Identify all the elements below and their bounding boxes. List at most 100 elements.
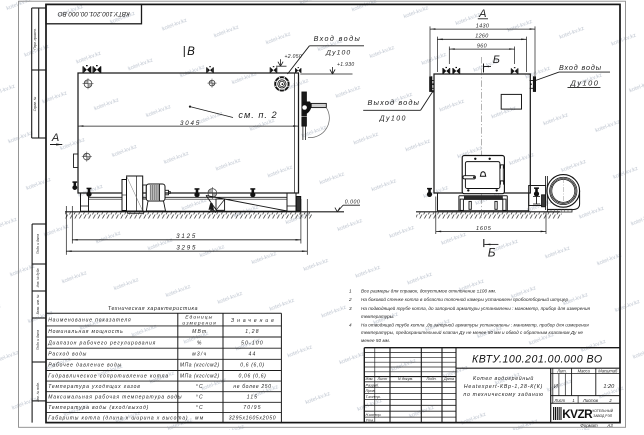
svg-text:МПа (кгс/см2): МПа (кгс/см2): [180, 374, 220, 380]
svg-text:МВт: МВт: [192, 329, 207, 335]
svg-text:°С: °С: [196, 384, 204, 390]
svg-text:Н.контр.: Н.контр.: [366, 413, 382, 417]
svg-text:%: %: [197, 340, 203, 346]
svg-text:70/95: 70/95: [243, 405, 262, 411]
svg-text:Температура воды (вход/выход): Температура воды (вход/выход): [48, 405, 149, 411]
svg-text:Утв.: Утв.: [366, 419, 375, 423]
svg-text:Единицы: Единицы: [185, 315, 213, 321]
svg-text:не более 250: не более 250: [233, 384, 271, 390]
svg-text:Ду100: Ду100: [325, 49, 351, 56]
svg-text:Масштаб: Масштаб: [598, 369, 618, 374]
svg-text:Б: Б: [493, 54, 500, 66]
svg-text:Диапазон рабочего регулировани: Диапазон рабочего регулирования: [47, 340, 156, 346]
svg-text:Разраб.: Разраб.: [366, 383, 380, 387]
svg-text:И: И: [554, 384, 558, 390]
svg-text:50-100: 50-100: [241, 340, 264, 346]
svg-text:На боковой стенке котла в обла: На боковой стенке котла в области топочн…: [361, 296, 569, 302]
svg-text:В: В: [187, 46, 195, 58]
svg-text:Листов: Листов: [582, 398, 599, 403]
svg-text:KVZR: KVZR: [562, 407, 593, 421]
svg-text:КВТУ.100.201.00.000 ВО: КВТУ.100.201.00.000 ВО: [58, 10, 130, 17]
svg-text:N докум.: N докум.: [398, 377, 413, 381]
svg-text:0.000: 0.000: [345, 199, 360, 205]
svg-text:Расход воды: Расход воды: [48, 351, 87, 357]
svg-text:2: 2: [608, 398, 612, 403]
svg-text:Heatexpert-КВр-1,28-К(К): Heatexpert-КВр-1,28-К(К): [464, 384, 543, 390]
svg-text:Лист: Лист: [554, 398, 566, 403]
svg-text:Перв. примен.: Перв. примен.: [33, 28, 37, 49]
svg-text:3: 3: [349, 306, 352, 311]
svg-text:На подводящей трубе котла, до: На подводящей трубе котла, до запорной а…: [361, 305, 591, 311]
svg-text:44: 44: [249, 351, 257, 357]
svg-text:А: А: [51, 132, 59, 144]
svg-text:см. п. 2: см. п. 2: [238, 110, 277, 120]
svg-text:На отводящей трубе котла ,до з: На отводящей трубе котла ,до запорной ар…: [361, 321, 589, 327]
svg-text:КВТУ.100.201.00.000 ВО: КВТУ.100.201.00.000 ВО: [472, 354, 603, 366]
svg-text:°С: °С: [196, 395, 204, 401]
svg-text:0,06 (0,6): 0,06 (0,6): [239, 374, 267, 380]
svg-text:Вход воды: Вход воды: [314, 34, 362, 43]
svg-text:Габариты котла (длина х ширина: Габариты котла (длина х ширина х высота): [48, 415, 188, 421]
svg-text:Формат: Формат: [580, 423, 598, 428]
svg-text:4: 4: [349, 322, 352, 327]
svg-text:Наименование показателя: Наименование показателя: [48, 318, 131, 324]
svg-text:1605: 1605: [476, 226, 492, 232]
svg-text:1260: 1260: [475, 34, 488, 40]
svg-text:Справ. №: Справ. №: [33, 96, 37, 111]
svg-text:+2.050: +2.050: [285, 54, 303, 60]
svg-text:Рабочее давление воды: Рабочее давление воды: [48, 363, 122, 369]
svg-text:Инв. № дубл.: Инв. № дубл.: [36, 268, 40, 288]
svg-text:Б: Б: [488, 246, 496, 260]
svg-text:Подп. и дата: Подп. и дата: [36, 330, 40, 350]
svg-text:температуры.: температуры.: [361, 314, 395, 319]
svg-text:°С: °С: [196, 405, 204, 411]
svg-text:А3: А3: [606, 423, 613, 428]
svg-text:Котел водогрейный: Котел водогрейный: [473, 375, 534, 382]
svg-text:Лист: Лист: [377, 377, 388, 381]
svg-text:КОТЕЛЬНЫЙ: КОТЕЛЬНЫЙ: [592, 409, 613, 413]
svg-text:Подп. и дата: Подп. и дата: [36, 234, 40, 254]
svg-text:температуры, предохранительный: температуры, предохранительный клапан Ду…: [361, 329, 583, 335]
svg-text:измерения: измерения: [182, 322, 216, 327]
svg-text:Пров.: Пров.: [366, 389, 376, 393]
svg-text:1:20: 1:20: [603, 384, 615, 390]
svg-text:Т.контр.: Т.контр.: [366, 395, 381, 399]
svg-text:Подп.: Подп.: [427, 377, 437, 381]
svg-text:Максимальная рабочая температу: Максимальная рабочая температура воды: [48, 395, 182, 401]
svg-text:Лит.: Лит.: [556, 369, 567, 374]
svg-text:ЗАВОД РЭП: ЗАВОД РЭП: [593, 414, 612, 418]
svg-text:3295: 3295: [176, 244, 197, 251]
svg-text:3045: 3045: [180, 120, 201, 127]
svg-text:Выход воды: Выход воды: [368, 98, 421, 107]
svg-text:Ду100: Ду100: [570, 78, 600, 87]
svg-text:3295х1605х2050: 3295х1605х2050: [229, 415, 276, 421]
svg-text:МПа (кгс/см2): МПа (кгс/см2): [180, 363, 220, 369]
svg-text:Изм.: Изм.: [365, 377, 373, 381]
svg-text:115: 115: [247, 395, 259, 401]
svg-text:Взам. инв. №: Взам. инв. №: [36, 294, 40, 314]
svg-text:по техническому заданию: по техническому заданию: [463, 392, 543, 398]
svg-text:Номинальная мощность: Номинальная мощность: [48, 329, 123, 335]
svg-text:Все размеры для справок, допус: Все размеры для справок, допустимое откл…: [361, 289, 496, 294]
svg-text:мм: мм: [195, 415, 204, 421]
svg-text:Дата: Дата: [443, 377, 454, 381]
svg-text:2: 2: [348, 297, 352, 302]
svg-text:Значение: Значение: [231, 318, 277, 324]
svg-text:Масса: Масса: [578, 369, 591, 374]
svg-text:А: А: [478, 8, 486, 20]
svg-text:Гидравлическое сопротивление к: Гидравлическое сопротивление котла: [48, 374, 169, 380]
svg-text:Инв. № подл.: Инв. № подл.: [36, 382, 40, 402]
svg-text:1: 1: [572, 398, 574, 403]
svg-text:0,6 (6,0): 0,6 (6,0): [240, 363, 264, 369]
svg-text:1430: 1430: [476, 23, 489, 29]
svg-text:Температура уходящих газов: Температура уходящих газов: [48, 384, 141, 390]
svg-text:3125: 3125: [176, 233, 197, 240]
svg-text:+1.930: +1.930: [337, 62, 355, 68]
svg-text:м3/ч: м3/ч: [192, 351, 207, 357]
svg-text:Техническая характеристика: Техническая характеристика: [108, 306, 198, 312]
svg-text:Вход воды: Вход воды: [559, 63, 602, 72]
svg-text:Ду100: Ду100: [379, 116, 407, 123]
svg-text:1: 1: [349, 289, 352, 294]
svg-text:1,28: 1,28: [245, 329, 260, 335]
svg-text:менее 50 мм.: менее 50 мм.: [361, 338, 390, 343]
